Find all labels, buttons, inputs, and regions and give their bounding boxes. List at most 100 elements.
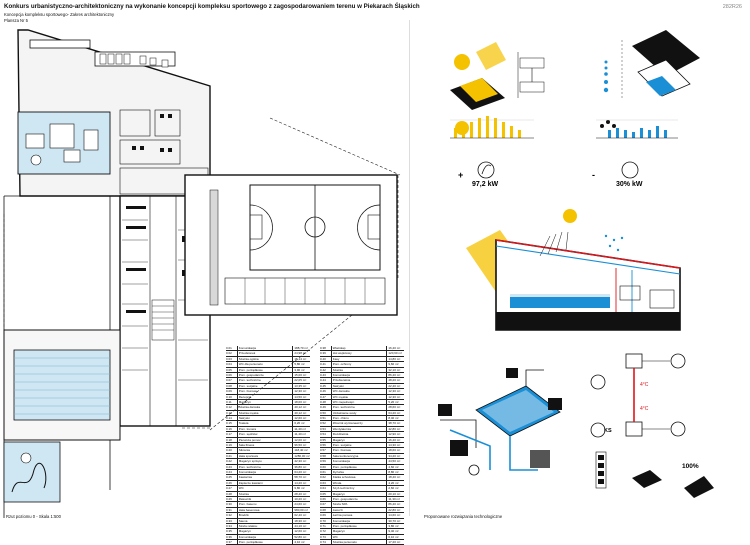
technology-diagrams: + 97,2 kW - 30% kW	[438, 30, 714, 498]
sports-hall	[184, 174, 398, 316]
room-area: 3,90 m²	[294, 367, 305, 372]
room-id: 0.74	[320, 540, 332, 545]
room-id: 0.09	[226, 389, 238, 394]
sheet-number: Plansza Nr 5	[4, 18, 28, 23]
room-name: Łaźnia parowa	[332, 513, 388, 518]
room-name: Komunikacja	[238, 534, 294, 539]
room-id: 0.47	[320, 394, 332, 399]
room-name: Pom. chloru	[332, 416, 388, 421]
rainwater-diagram	[596, 30, 700, 139]
room-area: 14,30 m²	[388, 443, 401, 448]
room-id: 0.33	[226, 518, 238, 523]
room-name: Brodzik	[238, 513, 294, 518]
room-id: 0.15	[226, 421, 238, 426]
save-sign: -	[592, 170, 595, 180]
room-id: 0.58	[320, 453, 332, 459]
room-id: 0.18	[226, 437, 238, 442]
room-name: Magazyn	[238, 399, 294, 405]
ks-label: KS	[604, 428, 612, 434]
room-id: 0.68	[320, 507, 332, 513]
room-id: 0.05	[226, 367, 238, 372]
room-name: Wiatrołap	[332, 346, 388, 351]
room-name: Jacuzzi	[332, 507, 388, 513]
room-area: 36,80 m²	[294, 464, 307, 469]
room-id: 0.50	[320, 410, 332, 415]
room-name: Uzdatnianie wody	[332, 410, 388, 415]
room-name: Szyb techniczny	[332, 486, 388, 491]
room-area: 28,40 m²	[294, 491, 307, 496]
room-name: Strefa SPA	[332, 502, 388, 507]
photovoltaic-diagram	[450, 42, 545, 139]
temp-bottom: 4°C	[640, 406, 649, 412]
room-area: 12,30 m²	[388, 389, 401, 394]
room-name: Pom. biurowe	[332, 448, 388, 453]
room-id: 0.03	[226, 356, 238, 362]
room-area: 20,10 m²	[388, 491, 401, 496]
room-id: 0.27	[226, 486, 238, 491]
room-name: Magazyn	[332, 529, 388, 534]
recovery-value: 100%	[682, 463, 699, 470]
room-area: 18,60 m²	[388, 448, 401, 453]
room-id: 0.51	[320, 416, 332, 421]
energy-summary: + 97,2 kW - 30% kW	[458, 161, 643, 188]
room-id: 0.36	[226, 534, 238, 539]
room-name: Komunikacja	[332, 459, 388, 464]
room-id: 0.73	[320, 534, 332, 539]
room-id: 0.72	[320, 529, 332, 534]
room-area: 11,40 m²	[294, 426, 307, 431]
room-name: Magazyn	[332, 437, 388, 442]
room-area: 5,20 m²	[388, 399, 399, 404]
room-name: WC niepełnospr.	[332, 399, 388, 405]
room-area: 44,10 m²	[294, 523, 307, 528]
room-id: 0.14	[226, 416, 238, 421]
room-id: 0.24	[226, 469, 238, 475]
room-id: 0.29	[226, 496, 238, 502]
room-name: Zaplecze kawiarni	[238, 480, 294, 486]
room-name: Sauna	[238, 518, 294, 523]
room-area: 96,50 m²	[294, 443, 307, 448]
room-area: 15,14 m²	[294, 356, 307, 361]
room-id: 0.49	[320, 405, 332, 410]
room-area: 6,20 m²	[294, 421, 305, 426]
room-area: 24,60 m²	[294, 502, 307, 507]
room-name: WC	[238, 486, 294, 491]
room-name: Pom. ochrony	[332, 362, 388, 367]
room-area: 12,60 m²	[294, 529, 307, 534]
room-area: 12,60 m²	[294, 416, 307, 421]
room-id: 0.65	[320, 491, 332, 496]
pool-hall	[3, 329, 121, 503]
room-id: 0.67	[320, 502, 332, 507]
room-name: Szatnia męska	[238, 410, 294, 415]
room-area: 28,60 m²	[388, 405, 401, 410]
room-area: 120,60 m²	[388, 351, 402, 356]
room-id: 0.30	[226, 502, 238, 507]
room-name: Komunikacja	[332, 372, 388, 378]
